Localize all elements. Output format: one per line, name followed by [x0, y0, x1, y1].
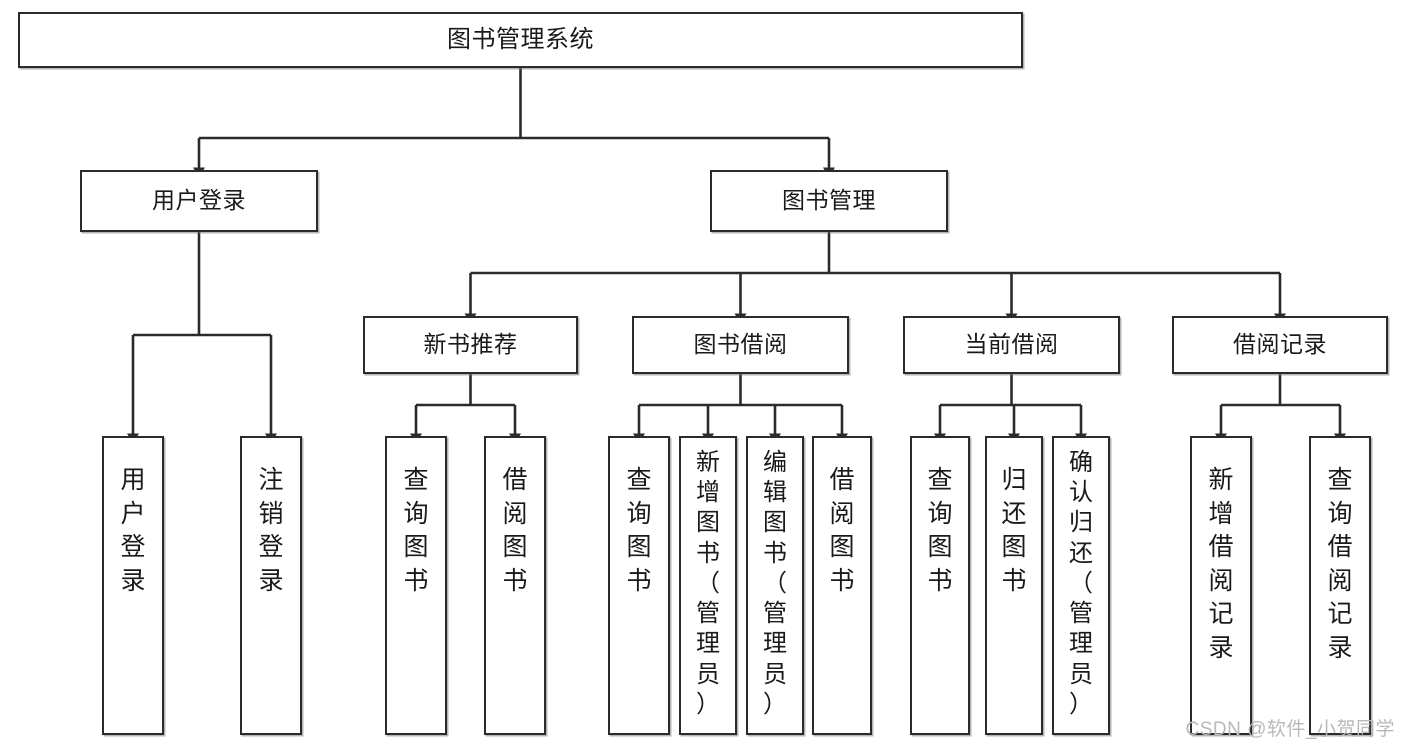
- node-leaf-bb-edit[interactable]: 编 辑 图 书 （ 管 理 员 ）: [746, 436, 804, 735]
- node-label: 查 询 借 阅 记 录: [1327, 466, 1353, 662]
- node-label: 图书管理: [782, 187, 876, 214]
- node-leaf-bb-query[interactable]: 查 询 图 书: [608, 436, 670, 735]
- node-label: 确 认 归 还 （ 管 理 员 ）: [1069, 449, 1093, 718]
- node-label: 图书管理系统: [447, 25, 594, 53]
- node-label: 借阅记录: [1233, 331, 1327, 358]
- node-leaf-rec-query[interactable]: 查 询 图 书: [385, 436, 447, 735]
- node-user-login[interactable]: 用户登录: [80, 170, 318, 232]
- node-root[interactable]: 图书管理系统: [18, 12, 1023, 68]
- node-leaf-user-logout[interactable]: 注 销 登 录: [240, 436, 302, 735]
- node-leaf-br-add[interactable]: 新 增 借 阅 记 录: [1190, 436, 1252, 735]
- node-leaf-cb-confirm[interactable]: 确 认 归 还 （ 管 理 员 ）: [1052, 436, 1110, 735]
- node-borrow-record[interactable]: 借阅记录: [1172, 316, 1388, 374]
- node-label: 用户登录: [152, 187, 246, 214]
- node-label: 借 阅 图 书: [502, 466, 528, 595]
- node-label: 注 销 登 录: [258, 466, 284, 595]
- node-leaf-bb-borrow[interactable]: 借 阅 图 书: [812, 436, 872, 735]
- node-label: 归 还 图 书: [1001, 466, 1027, 595]
- node-label: 查 询 图 书: [403, 466, 429, 595]
- node-leaf-bb-add[interactable]: 新 增 图 书 （ 管 理 员 ）: [679, 436, 737, 735]
- node-leaf-cb-return[interactable]: 归 还 图 书: [985, 436, 1043, 735]
- node-label: 编 辑 图 书 （ 管 理 员 ）: [763, 449, 787, 718]
- node-label: 查 询 图 书: [927, 466, 953, 595]
- node-leaf-rec-borrow[interactable]: 借 阅 图 书: [484, 436, 546, 735]
- node-label: 图书借阅: [693, 331, 788, 358]
- node-leaf-user-login[interactable]: 用 户 登 录: [102, 436, 164, 735]
- node-label: 新书推荐: [423, 331, 518, 358]
- node-label: 查 询 图 书: [626, 466, 652, 595]
- node-label: 当前借阅: [964, 331, 1059, 358]
- node-current-borrow[interactable]: 当前借阅: [903, 316, 1120, 374]
- node-label: 新 增 借 阅 记 录: [1208, 466, 1234, 662]
- node-leaf-br-query[interactable]: 查 询 借 阅 记 录: [1309, 436, 1371, 735]
- node-label: 新 增 图 书 （ 管 理 员 ）: [696, 449, 720, 718]
- node-leaf-cb-query[interactable]: 查 询 图 书: [910, 436, 970, 735]
- node-book-borrow[interactable]: 图书借阅: [632, 316, 849, 374]
- node-book-manage[interactable]: 图书管理: [710, 170, 948, 232]
- node-label: 借 阅 图 书: [829, 466, 855, 595]
- node-new-book-rec[interactable]: 新书推荐: [363, 316, 578, 374]
- csdn-watermark: CSDN @软件_小贺同学: [1185, 719, 1395, 740]
- node-label: 用 户 登 录: [120, 466, 146, 595]
